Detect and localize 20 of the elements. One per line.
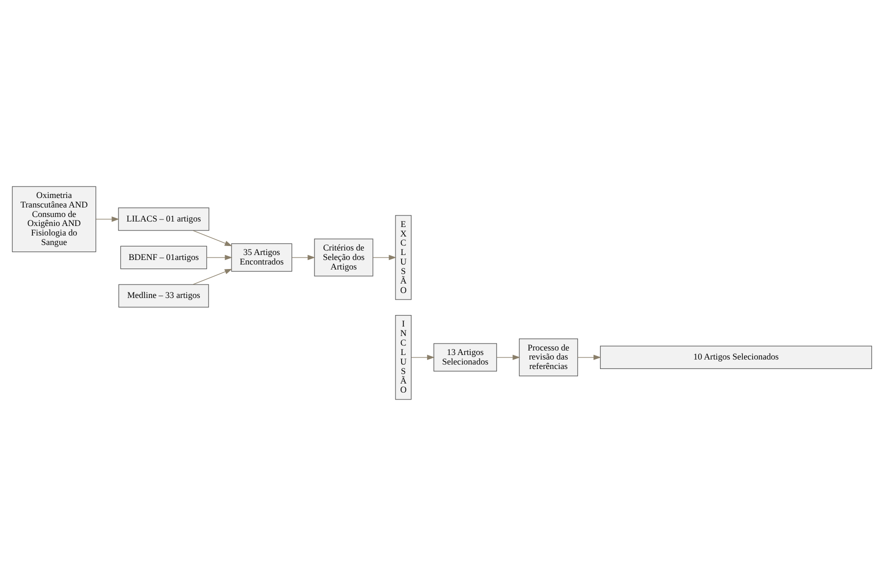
node-box: Oximetria Transcutânea AND Consumo de Oxigênio AND Fisiologia do Sangue (11, 186, 96, 252)
node-box: E X C L U S Ã O (394, 214, 412, 300)
arrow (206, 254, 232, 260)
arrow (577, 354, 601, 360)
arrow (192, 230, 232, 246)
node-box: Critérios de Seleção dos Artigos (314, 238, 373, 276)
node-box: Processo de revisão das referências (518, 338, 578, 376)
node-box: Medline – 33 artigos (118, 284, 208, 307)
arrow (496, 354, 520, 360)
arrow (410, 354, 434, 360)
node-box: I N C L U S Ã O (394, 314, 412, 400)
node-box: 10 Artigos Selecionados (600, 345, 872, 369)
node-box: 35 Artigos Encontrados (230, 242, 292, 272)
arrow (291, 254, 315, 260)
node-box: LILACS – 01 artigos (118, 207, 209, 230)
arrow (95, 216, 119, 222)
node-box: BDENF – 01artigos (120, 245, 207, 269)
arrow (192, 268, 232, 284)
arrow (372, 254, 396, 260)
node-box: 13 Artigos Selecionados (433, 342, 496, 372)
